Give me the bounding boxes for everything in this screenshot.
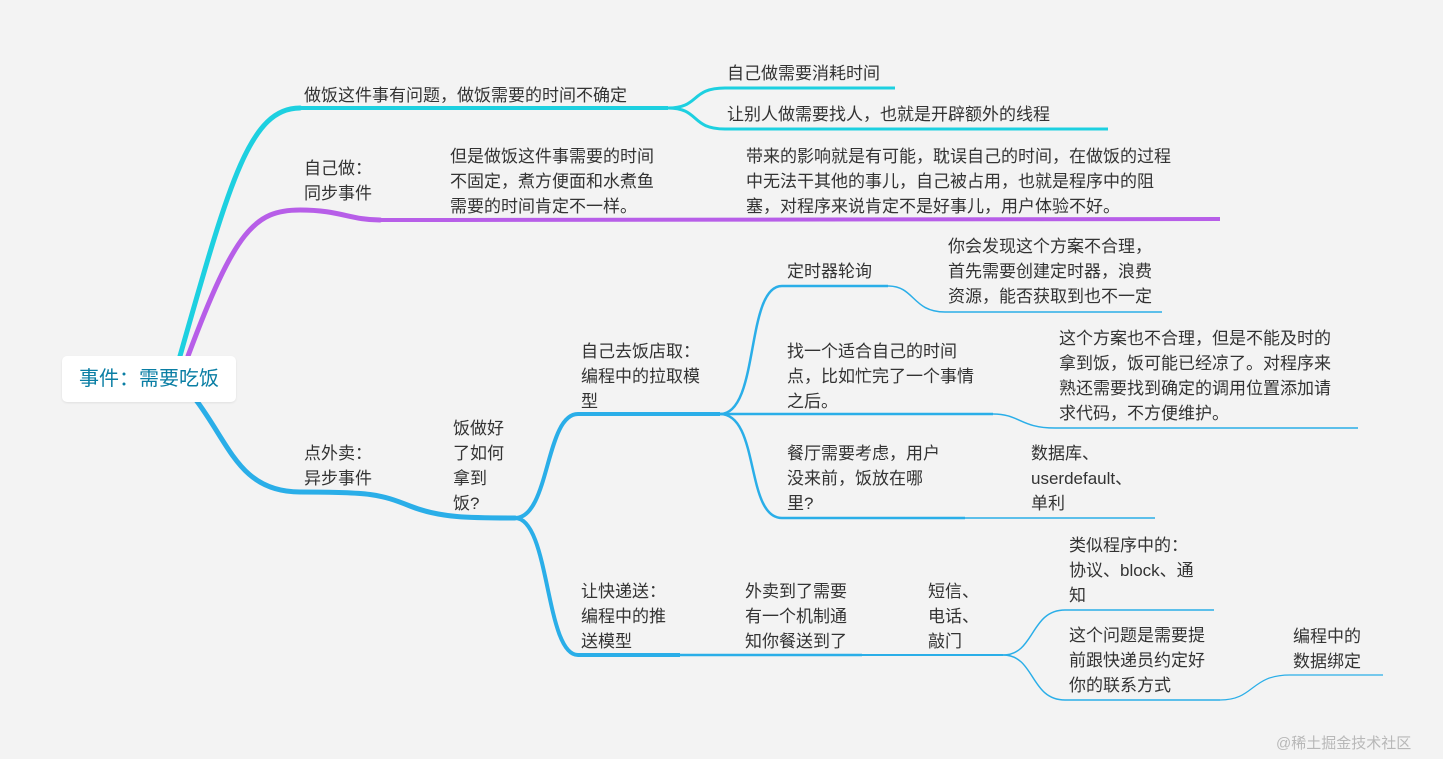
connector-channels-contact [1002,654,1220,701]
text-line: 没来前，饭放在哪 [787,469,923,488]
text-line: 餐厅需要考虑，用户 [787,444,940,463]
text-line: 编程中的 [1293,627,1361,646]
text-line: 送模型 [581,632,632,651]
text-line: 首先需要创建定时器，浪费 [948,262,1152,281]
underline-branch2 [380,217,1221,222]
restaurant-node[interactable]: 餐厅需要考虑，用户 没来前，饭放在哪 里? [787,441,940,516]
connector-branch1-child1 [667,86,895,110]
connector-root-branch1 [177,105,303,359]
text-line: 单利 [1031,494,1065,513]
text-line: 但是做饭这件事需要的时间 [450,147,654,166]
text-line: 你会发现这个方案不合理， [948,237,1152,256]
root-node[interactable]: 事件：需要吃饭 [62,356,236,402]
contact-node[interactable]: 这个问题是需要提 前跟快递员约定好 你的联系方式 [1069,623,1205,698]
text-line: 型 [581,392,598,411]
text-line: 饭做好 [453,419,504,438]
connector-findtime-note [992,413,1358,429]
branch2-child[interactable]: 但是做饭这件事需要的时间 不固定，煮方便面和水煮鱼 需要的时间肯定不一样。 [450,144,654,219]
text-line: 饭? [453,494,480,513]
connector-pull-timer [719,284,888,416]
restaurant-note-node[interactable]: 数据库、 userdefault、 单利 [1031,441,1132,516]
timer-polling-node[interactable]: 定时器轮询 [787,262,872,281]
text-line: 协议、block、通 [1069,561,1194,580]
text-line: 外卖到了需要 [745,582,847,601]
analogy-node[interactable]: 类似程序中的： 协议、block、通 知 [1069,533,1194,608]
connector-root-branch3 [193,397,518,521]
find-time-note-node[interactable]: 这个方案也不合理，但是不能及时的 拿到饭，饭可能已经凉了。对程序来 熟还需要找到… [1059,326,1331,426]
text-line: 求代码，不方便维护。 [1059,404,1229,423]
text-line: 编程中的推 [581,607,666,626]
text-line: 知 [1069,586,1086,605]
text-line: 编程中的拉取模 [581,367,700,386]
text-line: 需要的时间肯定不一样。 [450,197,637,216]
text-line: 敲门 [928,632,962,651]
branch2-label-line: 同步事件 [304,184,372,203]
connector-question-pull [514,412,720,520]
channels-node[interactable]: 短信、 电话、 敲门 [928,579,979,654]
text-line: 数据绑定 [1293,652,1361,671]
text-line: 知你餐送到了 [745,632,847,651]
data-binding-node[interactable]: 编程中的 数据绑定 [1293,624,1361,674]
text-line: 了如何 [453,444,504,463]
text-line: 拿到 [453,469,487,488]
connector-root-branch2 [185,207,383,359]
text-line: 塞，对程序来说肯定不是好事儿，用户体验不好。 [746,197,1120,216]
text-line: 资源，能否获取到也不一定 [948,287,1152,306]
connector-question-push [514,516,680,657]
branch1-child1[interactable]: 自己做需要消耗时间 [727,64,880,83]
text-line: 熟还需要找到确定的调用位置添加请 [1059,379,1331,398]
text-line: 这个问题是需要提 [1069,626,1205,645]
text-line: 里? [787,494,814,513]
text-line: 类似程序中的： [1069,536,1188,555]
watermark: @稀土掘金技术社区 [1276,735,1412,752]
text-line: 自己去饭店取： [581,342,700,361]
mechanism-node[interactable]: 外卖到了需要 有一个机制通 知你餐送到了 [745,579,847,654]
text-line: 你的联系方式 [1069,676,1171,695]
connector-contact-binding [1219,674,1383,701]
text-line: userdefault、 [1031,469,1133,488]
text-line: 短信、 [928,582,979,601]
connector-channels-analogy [1002,609,1214,656]
branch3-label[interactable]: 点外卖： 异步事件 [304,441,372,491]
branch2-grandchild[interactable]: 带来的影响就是有可能，耽误自己的时间，在做饭的过程 中无法干其他的事儿，自己被占… [746,144,1171,219]
branch2-label-line: 自己做： [304,159,372,178]
connector-pull-restaurant [719,412,965,520]
text-line: 让快递送： [581,582,666,601]
connector-branch1-child2 [667,106,1108,131]
text-line: 点，比如忙完了一个事情 [787,367,974,386]
text-line: 这个方案也不合理，但是不能及时的 [1059,329,1331,348]
text-line: 拿到饭，饭可能已经凉了。对程序来 [1059,354,1331,373]
text-line: 前跟快递员约定好 [1069,651,1205,670]
text-line: 中无法干其他的事儿，自己被占用，也就是程序中的阻 [746,172,1154,191]
text-line: 不固定，煮方便面和水煮鱼 [450,172,654,191]
connector-timer-note [887,285,1162,313]
branch2-label[interactable]: 自己做： 同步事件 [304,156,372,206]
branch3-label-line: 异步事件 [304,469,372,488]
timer-note-node[interactable]: 你会发现这个方案不合理， 首先需要创建定时器，浪费 资源，能否获取到也不一定 [948,234,1152,309]
branch3-label-line: 点外卖： [304,444,372,463]
text-line: 之后。 [787,392,838,411]
branch1-label[interactable]: 做饭这件事有问题，做饭需要的时间不确定 [304,86,627,105]
text-line: 有一个机制通 [745,607,847,626]
push-model-node[interactable]: 让快递送： 编程中的推 送模型 [581,579,666,654]
branch1-child2[interactable]: 让别人做需要找人，也就是开辟额外的线程 [727,105,1050,124]
text-line: 找一个适合自己的时间 [787,342,957,361]
question-node[interactable]: 饭做好 了如何 拿到 饭? [453,416,504,516]
pull-model-node[interactable]: 自己去饭店取： 编程中的拉取模 型 [581,339,700,414]
find-time-node[interactable]: 找一个适合自己的时间 点，比如忙完了一个事情 之后。 [787,339,974,414]
text-line: 电话、 [928,607,979,626]
text-line: 带来的影响就是有可能，耽误自己的时间，在做饭的过程 [746,147,1171,166]
text-line: 数据库、 [1031,444,1099,463]
